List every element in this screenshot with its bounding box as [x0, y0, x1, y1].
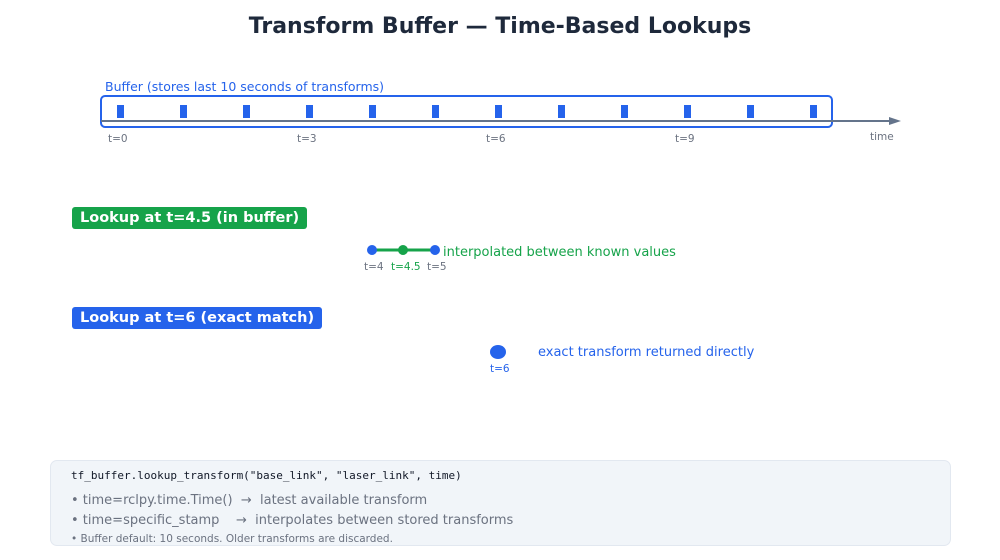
point-label-t4: t=4 [364, 261, 384, 273]
point-label-t5: t=5 [427, 261, 447, 273]
code-snippet: tf_buffer.lookup_transform("base_link", … [71, 469, 462, 482]
diagram-title: Transform Buffer — Time-Based Lookups [248, 14, 752, 39]
code-panel: tf_buffer.lookup_transform("base_link", … [50, 460, 951, 546]
tick-label-t9: t=9 [675, 133, 695, 145]
buffer-samples [117, 105, 817, 118]
point-label-t6: t=6 [490, 363, 510, 375]
bullet-latest: • time=rclpy.time.Time() → latest availa… [71, 493, 428, 508]
tick-label-t3: t=3 [297, 133, 317, 145]
bullet-buffer-default: • Buffer default: 10 seconds. Older tran… [71, 533, 393, 545]
tick-label-t6: t=6 [486, 133, 506, 145]
interpolated-point-t4-5 [398, 245, 408, 255]
interpolate-lookup-badge: Lookup at t=4.5 (in buffer) [72, 207, 308, 229]
time-axis-label: time [870, 131, 894, 143]
bullet-specific-stamp: • time=specific_stamp → interpolates bet… [71, 513, 514, 528]
known-point-t4 [367, 245, 377, 255]
known-point-t5 [430, 245, 440, 255]
tick-label-t0: t=0 [108, 133, 128, 145]
time-axis-arrow-icon [889, 117, 901, 125]
point-label-t4-5: t=4.5 [391, 261, 421, 273]
buffer-box [100, 95, 833, 128]
buffer-label: Buffer (stores last 10 seconds of transf… [105, 79, 385, 94]
exact-note: exact transform returned directly [538, 345, 755, 360]
exact-point-t6 [490, 345, 506, 359]
interpolation-note: interpolated between known values [443, 245, 676, 260]
exact-lookup-badge: Lookup at t=6 (exact match) [72, 307, 323, 329]
